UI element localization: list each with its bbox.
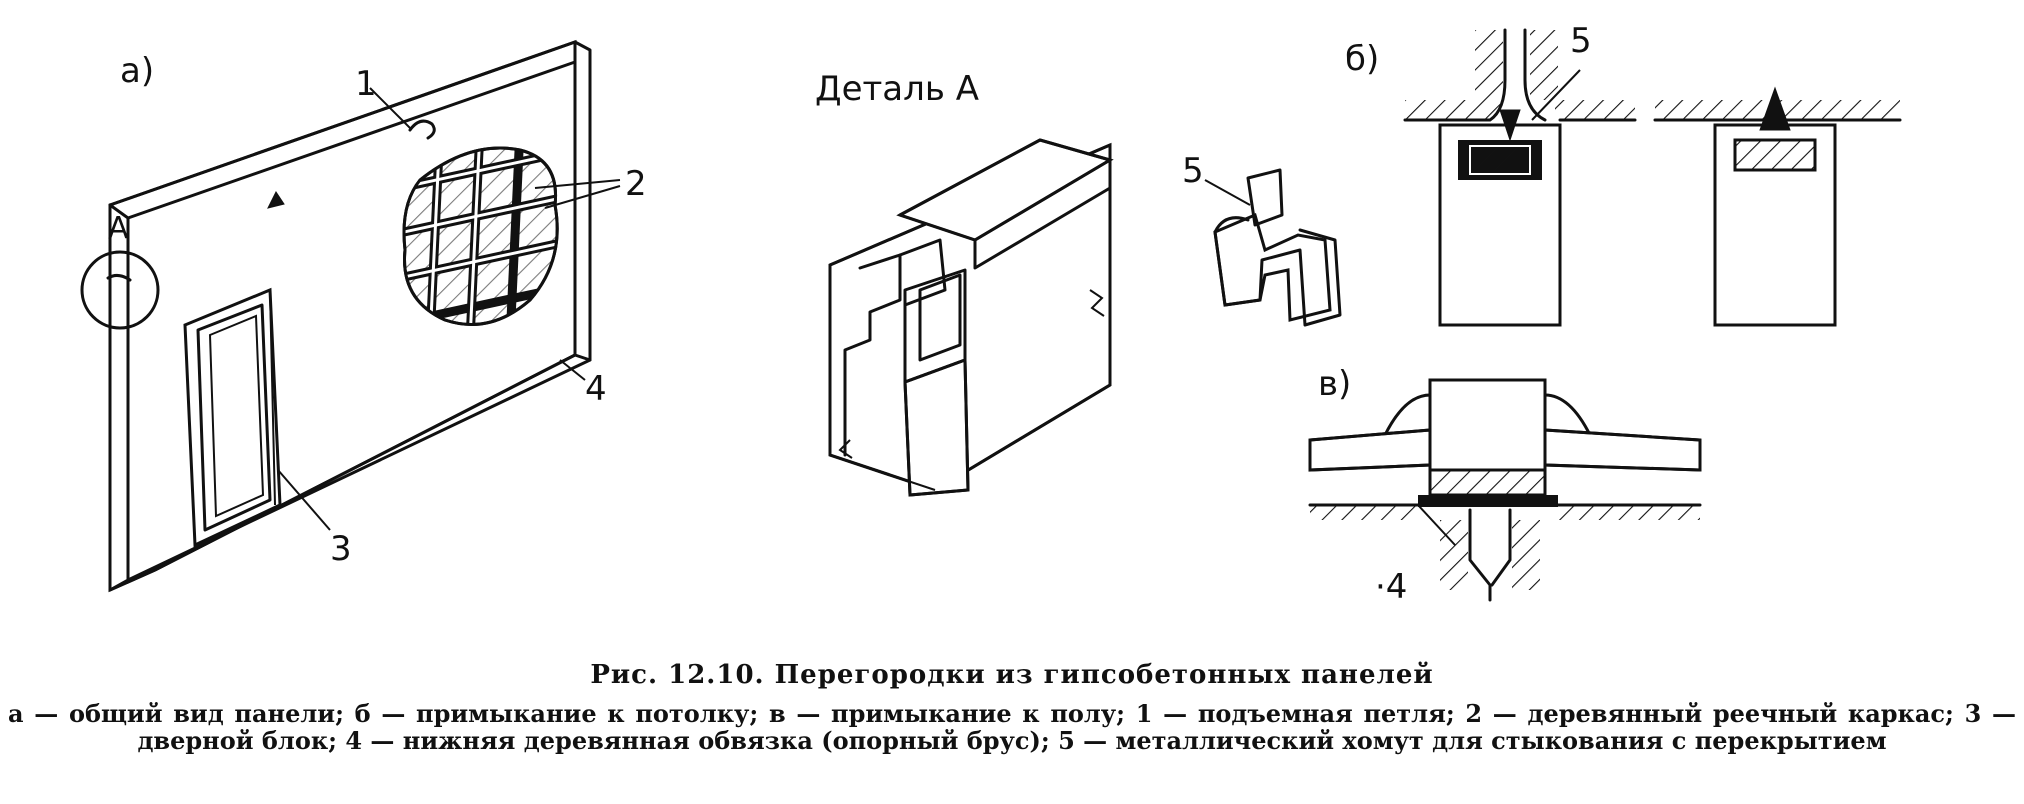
label-part-v: в)	[1318, 364, 1351, 404]
label-1: 1	[355, 64, 377, 104]
detail-a-drawing	[828, 138, 1114, 497]
label-5-clamp: 5	[1182, 151, 1204, 191]
floor-junction	[1308, 378, 1702, 602]
label-part-a: а)	[120, 51, 154, 91]
panel-general-view	[80, 39, 621, 593]
ceiling-junction-left	[1403, 28, 1637, 327]
figure-caption-text: а — общий вид панели; б — примыкание к п…	[8, 699, 2016, 755]
metal-clamp	[1204, 168, 1342, 327]
label-5-ceiling: 5	[1570, 21, 1592, 61]
label-detail-a: Деталь А	[815, 69, 979, 109]
label-2: 2	[625, 164, 647, 204]
figure-caption-title: Рис. 12.10. Перегородки из гипсобетонных…	[590, 660, 1434, 690]
figure-drawing: а) А 1 2 3 4 Деталь А 5 б) 5 в) ·4	[80, 21, 1902, 607]
wooden-lattice-frame	[402, 146, 559, 326]
lifting-loop	[408, 119, 436, 140]
label-callout-a: А	[108, 211, 129, 246]
label-part-b: б)	[1345, 39, 1379, 79]
ceiling-junction-right	[1653, 86, 1902, 327]
label-4-floor: ·4	[1375, 567, 1407, 607]
door-block	[183, 287, 282, 548]
callout-circle-a	[80, 250, 160, 330]
label-3: 3	[330, 529, 352, 569]
label-4: 4	[585, 369, 607, 409]
